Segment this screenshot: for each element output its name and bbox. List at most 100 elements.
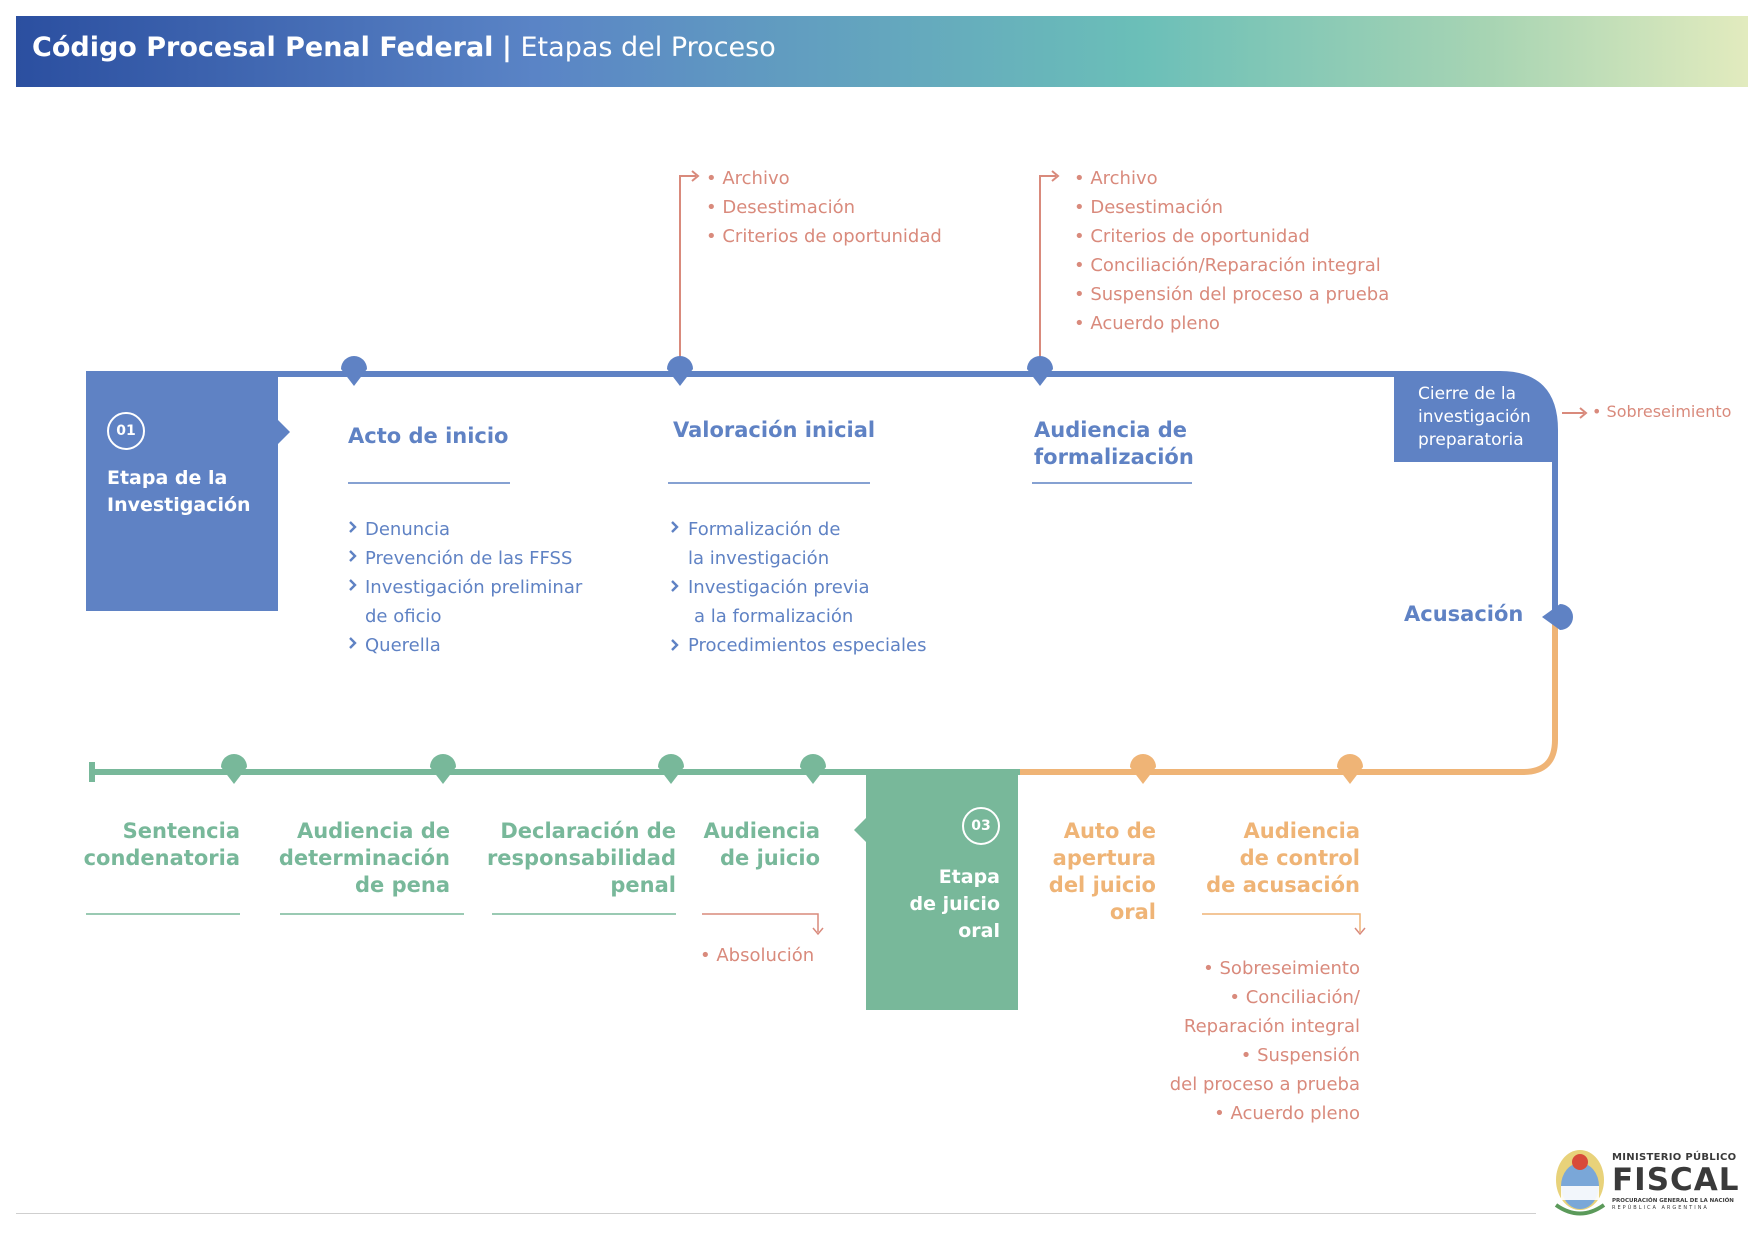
juicio-outcome-arrow xyxy=(812,927,824,936)
declaracion-title: Declaración de responsabilidad penal xyxy=(470,818,676,899)
sentencia-line2: condenatoria xyxy=(83,846,240,870)
outcome-item: del proceso a prueba xyxy=(1169,1074,1360,1095)
sentencia-title: Sentencia condenatoria xyxy=(70,818,240,872)
control-outcome-arrow xyxy=(1354,927,1366,936)
list-item: Procedimientos especiales xyxy=(688,635,927,656)
formalizacion-line1: Audiencia de xyxy=(1034,418,1188,442)
marker-declaracion xyxy=(658,754,684,784)
juicio-outcome: • Absolución xyxy=(700,945,815,966)
list-item: Investigación previa xyxy=(688,577,870,598)
cierre-line2: investigación xyxy=(1418,407,1531,427)
outcome-item: • Archivo xyxy=(1074,168,1158,189)
marker-sentencia xyxy=(221,754,247,784)
formalizacion-outcome-connector xyxy=(1039,175,1056,372)
list-chevrons xyxy=(349,521,679,651)
footer-divider xyxy=(16,1213,1536,1214)
sentencia-line1: Sentencia xyxy=(122,819,240,843)
determinacion-line3: de pena xyxy=(355,873,450,897)
outcome-item: • Desestimación xyxy=(1074,197,1224,218)
list-item: de oficio xyxy=(365,606,442,627)
determinacion-line1: Audiencia de xyxy=(296,819,450,843)
stage-intermediate-line2: Intermedia xyxy=(1422,893,1540,915)
determinacion-line2: determinación xyxy=(278,846,450,870)
declaracion-line2: responsabilidad xyxy=(486,846,676,870)
logo-ministerio: MINISTERIO PÚBLICO xyxy=(1612,1152,1737,1163)
list-item: Querella xyxy=(365,635,441,656)
page-title: Código Procesal Penal Federal | Etapas d… xyxy=(32,32,776,63)
auto-apertura-line3: del juicio xyxy=(1048,873,1156,897)
control-title: Audiencia de control de acusación xyxy=(1180,818,1360,899)
list-item: Prevención de las FFSS xyxy=(365,548,573,569)
control-line3: de acusación xyxy=(1206,873,1360,897)
control-line2: de control xyxy=(1239,846,1360,870)
list-item: la investigación xyxy=(688,548,830,569)
logo-procuracion: PROCURACIÓN GENERAL DE LA NACIÓN xyxy=(1612,1198,1734,1204)
marker-formalizacion xyxy=(1027,356,1053,386)
declaracion-line3: penal xyxy=(610,873,676,897)
outcome-item: • Desestimación xyxy=(706,197,856,218)
audiencia-juicio-line2: de juicio xyxy=(719,846,820,870)
valoracion-title: Valoración inicial xyxy=(673,418,876,442)
stage-number-03: 03 xyxy=(962,807,1000,845)
auto-apertura-line2: apertura xyxy=(1052,846,1156,870)
title-bold: Código Procesal Penal Federal xyxy=(32,32,494,63)
audiencia-juicio-line1: Audiencia xyxy=(703,819,820,843)
stage-trial-line1: Etapa xyxy=(938,866,1000,888)
valoracion-list: Formalización de la investigación Invest… xyxy=(688,515,926,660)
timeline-markers xyxy=(342,335,366,359)
cierre-box xyxy=(1394,374,1556,462)
logo-fiscal: FISCAL xyxy=(1612,1162,1740,1198)
marker-valoracion xyxy=(667,356,693,386)
list-item: Investigación preliminar xyxy=(365,577,583,598)
control-outcomes: • Sobreseimiento • Conciliación/ Reparac… xyxy=(1140,954,1360,1128)
outcome-item: Reparación integral xyxy=(1183,1016,1360,1037)
list-item: Formalización de xyxy=(688,519,841,540)
control-outcome-connector xyxy=(1202,913,1361,932)
juicio-outcome-connector xyxy=(702,913,819,932)
control-line1: Audiencia xyxy=(1243,819,1360,843)
auto-apertura-title: Auto de apertura del juicio oral xyxy=(1020,818,1156,926)
marker-control xyxy=(1337,754,1363,784)
outcome-item: • Criterios de oportunidad xyxy=(706,226,942,247)
header-banner xyxy=(16,16,1748,87)
acto-inicio-list: Denuncia Prevención de las FFSS Investig… xyxy=(365,515,582,660)
cierre-outcome: • Sobreseimiento xyxy=(1592,402,1732,421)
stage-intermediate-line1: Etapa xyxy=(1478,866,1540,888)
acto-inicio-title: Acto de inicio xyxy=(348,424,509,448)
valoracion-outcome-arrow xyxy=(691,170,700,182)
formalizacion-outcomes: • Archivo • Desestimación • Criterios de… xyxy=(1074,164,1389,338)
cierre-label: Cierre de la investigación preparatoria xyxy=(1418,383,1531,452)
marker-acto-inicio xyxy=(341,356,367,386)
valoracion-outcome-connector xyxy=(679,175,696,372)
title-light: Etapas del Proceso xyxy=(520,32,776,63)
outcome-item: • Archivo xyxy=(706,168,790,189)
stage-investigation-label: Etapa de la Investigación xyxy=(107,465,251,519)
auto-apertura-line1: Auto de xyxy=(1063,819,1156,843)
valoracion-outcomes: • Archivo • Desestimación • Criterios de… xyxy=(706,164,942,251)
formalizacion-outcome-arrow xyxy=(1051,170,1060,182)
determinacion-title: Audiencia de determinación de pena xyxy=(264,818,450,899)
outcome-item: • Acuerdo pleno xyxy=(1214,1103,1360,1124)
intermediate-timeline xyxy=(1020,617,1558,775)
declaracion-line1: Declaración de xyxy=(500,819,676,843)
stage-intermediate-label: Etapa Intermedia xyxy=(1410,864,1540,918)
marker-acusacion xyxy=(1542,604,1573,630)
cierre-outcome-arrow xyxy=(1579,407,1588,419)
list-item: Denuncia xyxy=(365,519,451,540)
outcome-item: • Suspensión xyxy=(1240,1045,1360,1066)
stage-trial-label: Etapa de juicio oral xyxy=(870,864,1000,945)
outcome-item: • Sobreseimiento xyxy=(1203,958,1360,979)
coat-of-arms-icon xyxy=(1554,1150,1606,1216)
outcome-item: • Conciliación/Reparación integral xyxy=(1074,255,1381,276)
acusacion-label: Acusación xyxy=(1404,602,1524,626)
marker-determinacion xyxy=(430,754,456,784)
marker-auto-apertura xyxy=(1130,754,1156,784)
formalizacion-line2: formalización xyxy=(1034,445,1194,469)
stage-number-02: 02 xyxy=(1502,807,1540,845)
stage-investigation-line2: Investigación xyxy=(107,494,251,516)
logo-republica: REPÚBLICA ARGENTINA xyxy=(1612,1205,1709,1211)
list-item: a la formalización xyxy=(694,606,854,627)
stage-trial-line3: oral xyxy=(958,920,1000,942)
outcome-item: • Criterios de oportunidad xyxy=(1074,226,1310,247)
marker-audiencia-juicio xyxy=(800,754,826,784)
